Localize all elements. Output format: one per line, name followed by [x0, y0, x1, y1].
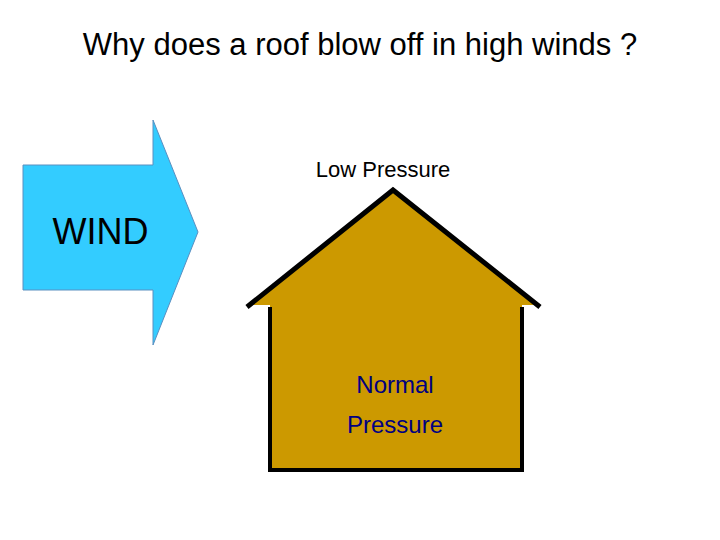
wind-arrow-polygon — [23, 120, 198, 345]
region-label: Low Pressure — [283, 157, 483, 183]
node-label: Normal Pressure — [320, 365, 470, 445]
wind-arrow: WIND — [23, 120, 200, 346]
house-shape: Normal Pressure — [243, 186, 543, 474]
roof-line — [247, 190, 540, 307]
house-shape-polygon — [247, 190, 540, 470]
house-walls — [270, 307, 522, 470]
diagram-title: Why does a roof blow off in high winds ? — [55, 20, 665, 70]
node-label: WIND — [23, 210, 178, 254]
